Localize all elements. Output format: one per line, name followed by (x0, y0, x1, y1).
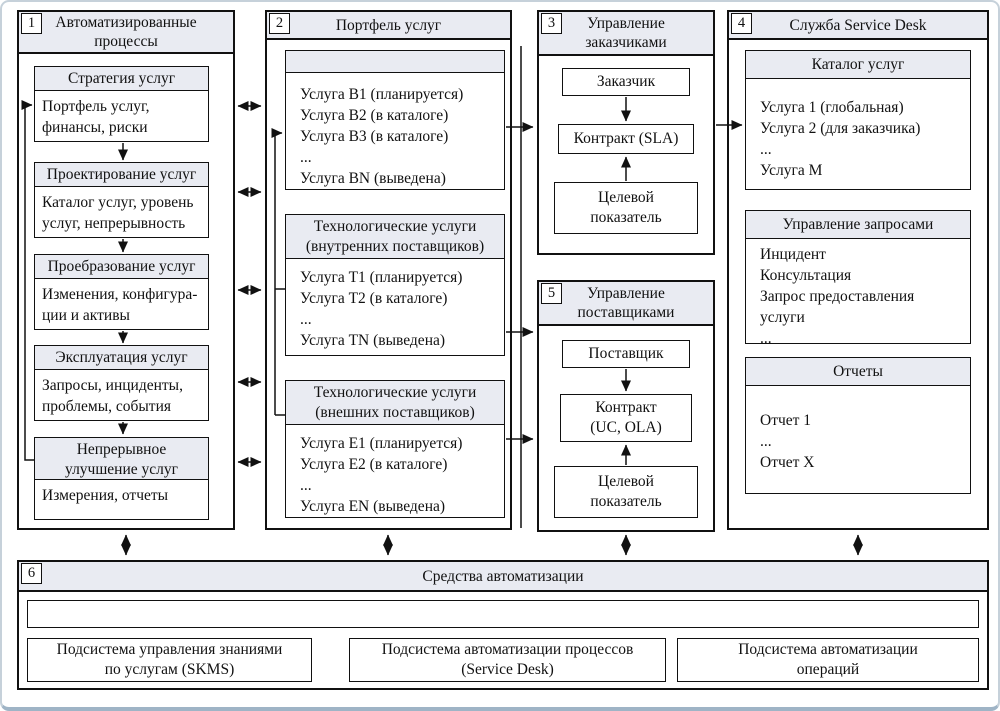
section-service-design-body: Каталог услуг, уровень услуг, непрерывно… (42, 194, 194, 232)
section-service-design: Проектирование услуг Каталог услуг, уров… (34, 162, 209, 238)
subsystem-service-desk-automation: Подсистема автоматизации процессов (Serv… (349, 638, 666, 682)
node-customer: Заказчик (562, 68, 690, 96)
section-continual-improvement-body: Измерения, отчеты (42, 487, 169, 504)
node-supplier: Поставщик (562, 340, 690, 368)
block3-title: Управление заказчиками (539, 12, 713, 56)
node-contract-uc-ola: Контракт (UC, OLA) (560, 394, 692, 442)
group-request-management: Управление запросами Инцидент Консультац… (745, 210, 971, 347)
block1-title: Автоматизированные процессы (19, 12, 233, 54)
node-contract-sla: Контракт (SLA) (558, 124, 694, 154)
section-service-strategy-header: Стратегия услуг (35, 67, 208, 91)
group-tech-services-internal-list: Услуга T1 (планируется) Услуга T2 (в кат… (300, 269, 463, 349)
section-service-strategy-body: Портфель услуг, финансы, риски (42, 98, 150, 136)
block5-title: Управление поставщиками (539, 282, 713, 326)
group-tech-services-internal-header: Технологические услуги (внутренних поста… (286, 215, 504, 259)
section-service-transition-header: Проебразование услуг (35, 255, 208, 279)
block6-number-badge: 6 (21, 563, 42, 584)
group-business-services-list: Услуга B1 (планируется) Услуга B2 (в кат… (300, 86, 464, 187)
section-service-operation-body: Запросы, инциденты, проблемы, события (42, 377, 183, 415)
section-service-transition-body: Изменения, конфигура- ции и активы (42, 286, 198, 324)
group-reports-header: Отчеты (746, 358, 970, 386)
section-service-operation: Эксплуатация услуг Запросы, инциденты, п… (34, 345, 209, 421)
block1-number-badge: 1 (21, 13, 42, 34)
block3-number-badge: 3 (541, 13, 562, 34)
group-business-services: Услуга B1 (планируется) Услуга B2 (в кат… (285, 50, 505, 190)
subsystem-skms: Подсистема управления знаниями по услуга… (27, 638, 312, 682)
group-tech-services-external: Технологические услуги (внешних поставщи… (285, 380, 505, 518)
group-business-services-header (286, 51, 504, 73)
section-service-transition: Проебразование услуг Изменения, конфигур… (34, 254, 209, 330)
node-target-indicator-supplier: Целевой показатель (554, 466, 698, 518)
group-service-catalog-list: Услуга 1 (глобальная) Услуга 2 (для зака… (760, 99, 921, 179)
node-target-indicator-customer: Целевой показатель (554, 182, 698, 234)
group-request-management-list: Инцидент Консультация Запрос предоставле… (760, 246, 915, 347)
block5-number-badge: 5 (541, 283, 562, 304)
block4-title: Служба Service Desk (729, 12, 987, 40)
group-reports-list: Отчет 1 ... Отчет X (760, 412, 815, 471)
block2-title: Портфель услуг (267, 12, 510, 40)
group-tech-services-external-list: Услуга E1 (планируется) Услуга E2 (в кат… (300, 435, 463, 515)
block6-title: Средства автоматизации (19, 562, 987, 592)
section-service-design-header: Проектирование услуг (35, 163, 208, 187)
automation-bus-bar (27, 600, 979, 628)
subsystem-operations-automation: Подсистема автоматизации операций (677, 638, 979, 682)
section-service-strategy: Стратегия услуг Портфель услуг, финансы,… (34, 66, 209, 142)
section-continual-improvement: Непрерывное улучшение услуг Измерения, о… (34, 437, 209, 520)
section-service-operation-header: Эксплуатация услуг (35, 346, 208, 370)
group-request-management-header: Управление запросами (746, 211, 970, 239)
group-tech-services-external-header: Технологические услуги (внешних поставщи… (286, 381, 504, 425)
block4-number-badge: 4 (731, 13, 752, 34)
group-tech-services-internal: Технологические услуги (внутренних поста… (285, 214, 505, 356)
section-continual-improvement-header: Непрерывное улучшение услуг (35, 438, 208, 480)
group-service-catalog-header: Каталог услуг (746, 51, 970, 79)
group-service-catalog: Каталог услуг Услуга 1 (глобальная) Услу… (745, 50, 971, 190)
group-reports: Отчеты Отчет 1 ... Отчет X (745, 357, 971, 494)
block2-number-badge: 2 (269, 13, 290, 34)
